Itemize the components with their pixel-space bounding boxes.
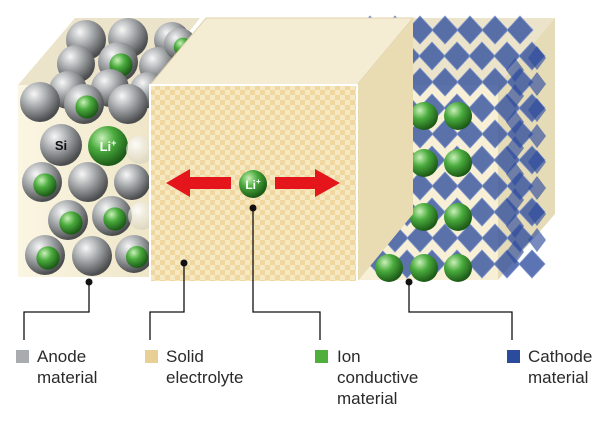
right-arrow — [275, 169, 340, 197]
li-ion-sphere — [239, 170, 267, 198]
cathode-crystal — [456, 15, 484, 45]
left-arrow — [166, 169, 231, 197]
cathode-crystal — [506, 188, 524, 212]
silicon-sphere — [114, 164, 150, 200]
cathode-crystal — [481, 119, 509, 149]
cathode-ion-sphere — [410, 102, 438, 130]
cathode-crystal — [506, 110, 524, 134]
cathode-ion-sphere — [444, 102, 472, 130]
cathode-crystal — [528, 150, 546, 174]
cathode-crystal — [518, 249, 546, 279]
cathode-crystal — [481, 171, 509, 201]
cathode-crystal — [528, 98, 546, 122]
cathode-crystal — [506, 136, 524, 160]
cathode-crystal — [456, 223, 484, 253]
leader-electrolyte — [149, 263, 185, 340]
cathode-ion-sphere — [410, 203, 438, 231]
legend-swatch-electrolyte — [145, 350, 158, 363]
li-superscript-anode: + — [111, 138, 116, 148]
cathode-crystal — [506, 162, 524, 186]
leader-dot-ion — [249, 204, 257, 212]
legend-swatch-anode — [16, 350, 29, 363]
cathode-crystal — [431, 67, 459, 97]
cathode-crystal — [506, 84, 524, 108]
cathode-ion-sphere — [410, 149, 438, 177]
cathode-crystal — [431, 171, 459, 201]
cathode-crystal — [456, 171, 484, 201]
cathode-crystal — [506, 15, 534, 45]
cathode-crystal — [481, 67, 509, 97]
cathode-crystal — [431, 15, 459, 45]
cathode-crystal — [431, 223, 459, 253]
cathode-crystal — [468, 197, 496, 227]
cathode-crystal — [406, 223, 434, 253]
legend-text-cathode: Cathode material — [528, 347, 593, 387]
li-sphere-anode — [88, 126, 128, 166]
cathode-crystal — [528, 228, 546, 252]
embedded-li-sphere — [59, 211, 83, 235]
li-label-anode: Li — [100, 139, 112, 154]
silicon-sphere — [72, 236, 112, 276]
leader-dot-electrolyte — [180, 259, 188, 267]
leader-lines — [23, 204, 513, 340]
cathode-crystal — [528, 202, 546, 226]
legend-text-electrolyte: Solid electrolyte — [166, 347, 244, 387]
legend-swatch-ion — [315, 350, 328, 363]
embedded-li-sphere — [75, 95, 99, 119]
cathode-crystal — [528, 176, 546, 200]
cathode-ion-sphere — [410, 254, 438, 282]
cathode-crystal — [468, 145, 496, 175]
embedded-li-sphere — [125, 245, 149, 269]
svg-text:Li+: Li+ — [100, 138, 117, 154]
cathode-crystal — [528, 46, 546, 70]
cathode-ion-sphere — [444, 254, 472, 282]
cathode-ion-sphere — [375, 254, 403, 282]
cathode-crystal — [506, 240, 524, 264]
embedded-li-sphere — [103, 207, 127, 231]
li-label-center: Li — [245, 178, 256, 192]
cathode-crystal — [468, 41, 496, 71]
legend-text-anode: Anode material — [37, 347, 98, 387]
anode-ghost-sphere — [126, 136, 154, 164]
cathode-crystal — [468, 249, 496, 279]
silicon-sphere — [40, 124, 82, 166]
silicon-sphere — [108, 84, 148, 124]
cathode-crystal — [506, 214, 524, 238]
legend-swatch-cathode — [507, 350, 520, 363]
cathode-crystal — [481, 223, 509, 253]
leader-anode — [23, 282, 90, 340]
svg-text:Li+: Li+ — [245, 177, 261, 192]
cathode-crystal — [528, 72, 546, 96]
leader-dot-cathode — [405, 278, 413, 286]
silicon-sphere — [68, 162, 108, 202]
cathode-ion-sphere — [444, 149, 472, 177]
electrolyte-block — [148, 17, 415, 283]
cathode-crystal — [456, 67, 484, 97]
si-label: Si — [55, 138, 67, 153]
cathode-crystal — [506, 58, 524, 82]
cathode-ion-sphere — [444, 203, 472, 231]
embedded-li-sphere — [33, 173, 57, 197]
cathode-crystal — [418, 41, 446, 71]
leader-cathode — [408, 282, 513, 340]
leader-dot-anode — [85, 278, 93, 286]
li-superscript-center: + — [256, 177, 261, 186]
cathode-crystal — [481, 15, 509, 45]
legend-text-ion: Ion conductive material — [337, 347, 419, 408]
silicon-sphere — [20, 82, 60, 122]
embedded-li-sphere — [36, 246, 60, 270]
anode-block — [18, 18, 200, 277]
cathode-crystal — [528, 124, 546, 148]
cathode-crystal — [468, 93, 496, 123]
leader-ion — [252, 208, 321, 340]
cathode-crystal — [443, 41, 471, 71]
